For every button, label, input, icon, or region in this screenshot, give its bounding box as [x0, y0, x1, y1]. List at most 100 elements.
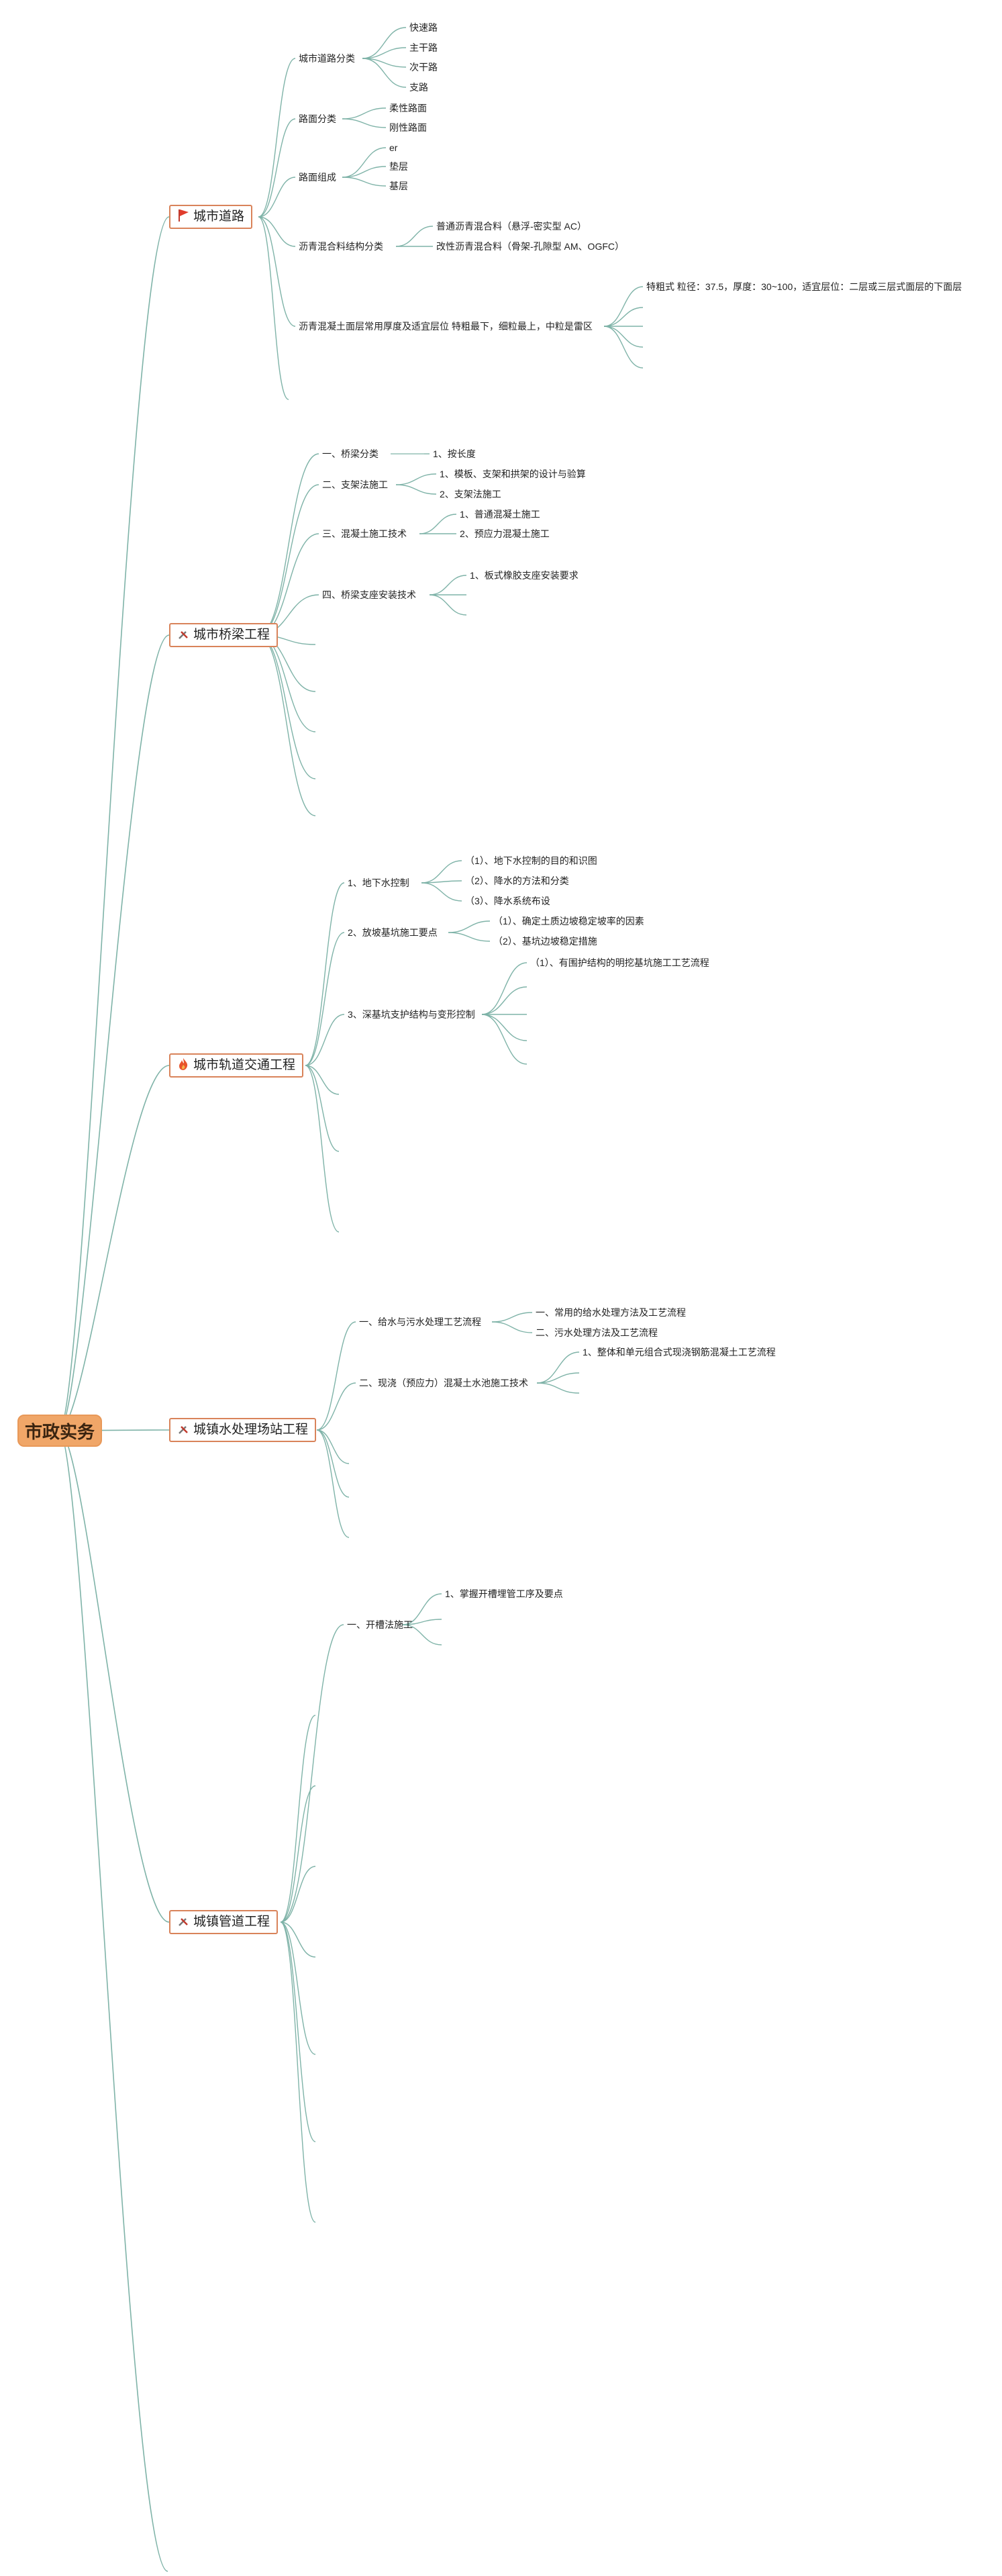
leaf-support-method[interactable]: 2、支架法施工	[440, 489, 501, 499]
branch-connector	[280, 1921, 316, 2055]
topic-asphalt-layer-thickness[interactable]: 沥青混凝土面层常用厚度及适宜层位 特粗最下，细粒最上，中粒是雷区	[299, 321, 593, 332]
topic-concrete-technology[interactable]: 三、混凝土施工技术	[322, 528, 407, 539]
topic-pavement-composition[interactable]: 路面组成	[299, 172, 336, 183]
topic-support-construction[interactable]: 二、支架法施工	[322, 479, 388, 490]
branch-connector	[316, 1429, 350, 1538]
leaf-sewage-process[interactable]: 二、污水处理方法及工艺流程	[536, 1327, 658, 1338]
leaf-slope-stability[interactable]: （2）、基坑边坡稳定措施	[493, 936, 597, 947]
branch-node-rail[interactable]: 城市轨道交通工程	[169, 1053, 304, 1078]
branch-connector	[280, 1624, 344, 1923]
leaf-formwork-design[interactable]: 1、模板、支架和拱架的设计与验算	[440, 469, 586, 479]
leaf-trunk-road[interactable]: 主干路	[409, 42, 438, 53]
branch-node-road[interactable]: 城市道路	[169, 205, 253, 229]
branch-connector	[316, 1382, 356, 1431]
leaf-connector	[362, 27, 407, 59]
leaf-ordinary-asphalt-mix[interactable]: 普通沥青混合料（悬浮-密实型 AC）	[436, 221, 587, 232]
leaf-connector	[362, 58, 407, 88]
leaf-groundwater-purpose[interactable]: （1）、地下水控制的目的和识图	[465, 855, 597, 866]
leaf-connector	[603, 307, 644, 327]
leaf-connector	[603, 326, 644, 348]
trunk-connector	[58, 634, 170, 1431]
leaf-connector	[429, 594, 467, 616]
leaf-rigid-pavement[interactable]: 刚性路面	[389, 122, 427, 133]
branch-connector	[316, 1429, 350, 1464]
leaf-water-supply-process[interactable]: 一、常用的给水处理方法及工艺流程	[536, 1307, 686, 1318]
leaf-connector	[481, 986, 528, 1015]
branch-connector	[305, 1065, 340, 1152]
leaf-branch-road[interactable]: 支路	[409, 82, 428, 93]
branch-connector	[258, 484, 319, 636]
branch-connector	[280, 1921, 316, 2223]
leaf-coarse-grain-spec[interactable]: 特粗式 粒径：37.5，厚度：30~100，适宜层位：二层或三层式面层的下面层	[646, 281, 962, 292]
branch-label: 城市轨道交通工程	[193, 1058, 296, 1072]
branch-connector	[280, 1921, 316, 2142]
leaf-connector	[421, 882, 462, 902]
topic-asphalt-mix-structure[interactable]: 沥青混合料结构分类	[299, 241, 383, 252]
topic-groundwater-control[interactable]: 1、地下水控制	[348, 877, 409, 888]
topic-cast-in-place-tank[interactable]: 二、现浇（预应力）混凝土水池施工技术	[359, 1378, 528, 1388]
leaf-connector	[342, 107, 387, 120]
leaf-monolithic-tank-process[interactable]: 1、整体和单元组合式现浇钢筋混凝土工艺流程	[583, 1347, 776, 1357]
root-node[interactable]: 市政实务	[17, 1415, 102, 1447]
topic-treatment-process[interactable]: 一、给水与污水处理工艺流程	[359, 1317, 481, 1327]
leaf-connector	[491, 1312, 533, 1323]
leaf-rubber-bearing[interactable]: 1、板式橡胶支座安装要求	[470, 570, 579, 581]
branch-connector	[280, 1921, 316, 1958]
leaf-connector	[395, 226, 434, 247]
leaf-base-layer[interactable]: 基层	[389, 181, 408, 191]
leaf-flexible-pavement[interactable]: 柔性路面	[389, 103, 427, 113]
trunk-connector	[58, 1430, 168, 2572]
leaf-open-cut-process[interactable]: （1）、有围护结构的明挖基坑施工工艺流程	[530, 957, 709, 968]
topic-deep-pit-support[interactable]: 3、深基坑支护结构与变形控制	[348, 1009, 475, 1020]
leaf-connector	[491, 1321, 533, 1333]
branch-connector	[258, 634, 316, 732]
branch-connector	[305, 1014, 345, 1066]
leaf-ordinary-concrete[interactable]: 1、普通混凝土施工	[460, 509, 540, 520]
leaf-prestressed-concrete[interactable]: 2、预应力混凝土施工	[460, 528, 550, 539]
leaf-secondary-road[interactable]: 次干路	[409, 62, 438, 73]
leaf-trench-pipe-process[interactable]: 1、掌握开槽埋管工序及要点	[445, 1588, 563, 1599]
leaf-slope-ratio-factors[interactable]: （1）、确定土质边坡稳定坡率的因素	[493, 916, 644, 926]
branch-connector	[258, 634, 316, 816]
leaf-connector	[481, 1014, 528, 1041]
leaf-dewatering-layout[interactable]: （3）、降水系统布设	[465, 896, 550, 906]
leaf-connector	[481, 1014, 528, 1065]
leaf-modified-asphalt-mix[interactable]: 改性沥青混合料（骨架-孔隙型 AM、OGFC）	[436, 241, 624, 252]
leaf-connector	[421, 860, 462, 884]
branch-connector	[280, 1715, 316, 1923]
leaf-connector	[481, 962, 528, 1015]
branch-connector	[280, 1785, 316, 1923]
leaf-connector	[342, 166, 387, 178]
leaf-dewatering-methods[interactable]: （2）、降水的方法和分类	[465, 875, 569, 886]
topic-slope-pit-construction[interactable]: 2、放坡基坑施工要点	[348, 927, 438, 938]
branch-label: 城镇水处理场站工程	[193, 1423, 309, 1437]
trunk-connector	[58, 1065, 170, 1431]
branch-node-water[interactable]: 城镇水处理场站工程	[169, 1418, 317, 1442]
topic-pavement-classification[interactable]: 路面分类	[299, 113, 336, 124]
branch-connector	[258, 453, 319, 636]
branch-connector	[280, 1866, 316, 1923]
branch-connector	[258, 533, 319, 636]
leaf-expressway[interactable]: 快速路	[409, 22, 438, 33]
leaf-connector	[603, 286, 644, 327]
branch-connector	[258, 58, 296, 218]
topic-bearing-installation[interactable]: 四、桥梁支座安装技术	[322, 589, 416, 600]
tools-icon	[176, 1419, 191, 1441]
topic-road-classification[interactable]: 城市道路分类	[299, 53, 355, 64]
leaf-er[interactable]: er	[389, 142, 398, 153]
topic-bridge-classification[interactable]: 一、桥梁分类	[322, 448, 379, 459]
branch-node-bridge[interactable]: 城市桥梁工程	[169, 623, 279, 647]
topic-trench-construction[interactable]: 一、开槽法施工	[347, 1619, 413, 1630]
leaf-connector	[342, 177, 387, 187]
leaf-by-length[interactable]: 1、按长度	[433, 448, 476, 459]
flag-icon	[176, 206, 191, 228]
tools-icon	[176, 1911, 191, 1933]
leaf-connector	[402, 1593, 442, 1625]
leaf-cushion-layer[interactable]: 垫层	[389, 161, 408, 172]
leaf-connector	[536, 1372, 580, 1384]
branch-node-pipeline[interactable]: 城镇管道工程	[169, 1910, 279, 1934]
branch-connector	[316, 1321, 356, 1431]
branch-connector	[316, 1429, 350, 1498]
branch-connector	[305, 882, 345, 1066]
branch-connector	[258, 216, 289, 400]
